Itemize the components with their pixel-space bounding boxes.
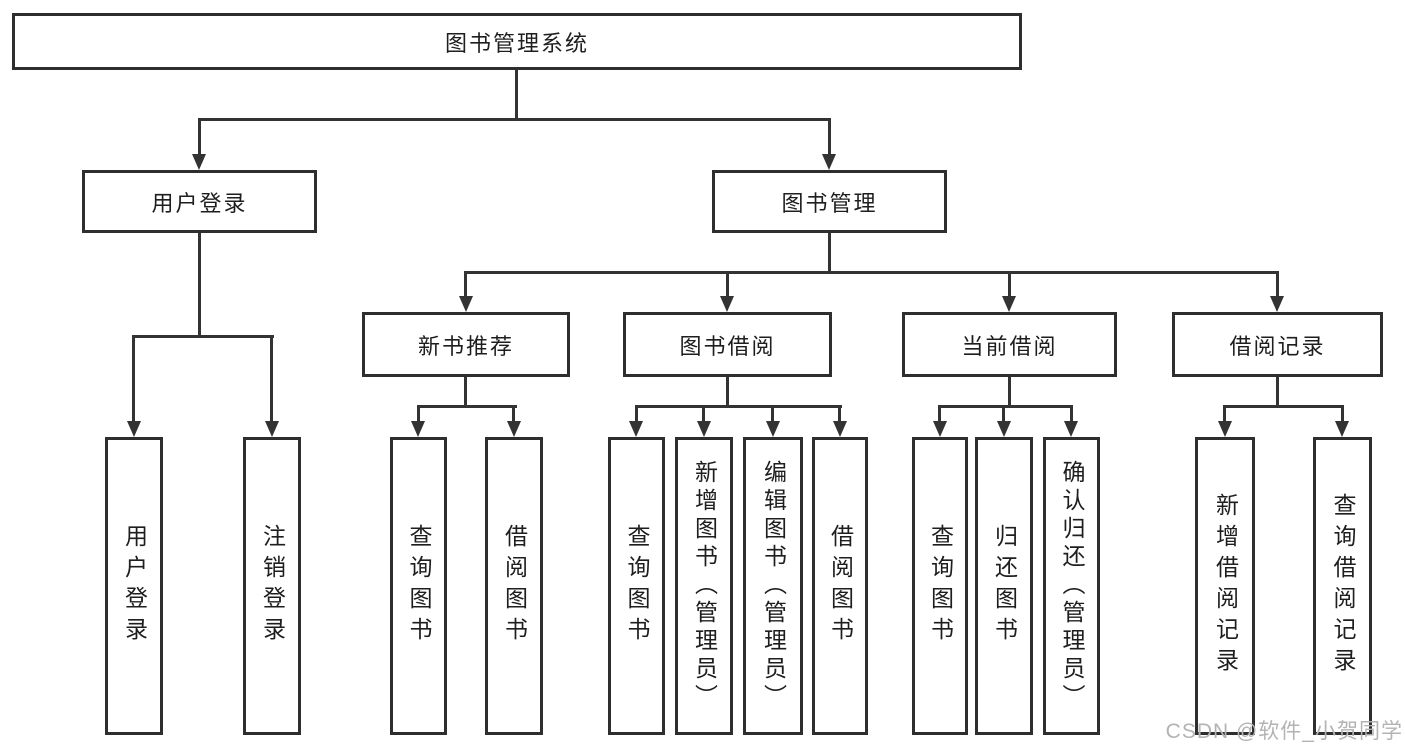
arrow-down-icon <box>459 296 473 312</box>
node-label: 用户登录 <box>151 190 248 216</box>
node-label: 确认归还（管理员） <box>1059 460 1085 712</box>
connector-line <box>771 405 774 423</box>
leaf-borrow-books: 借阅图书 <box>812 437 868 735</box>
connector-line <box>515 68 518 120</box>
leaf-query-borrow-record: 查询借阅记录 <box>1313 437 1372 735</box>
leaf-logout: 注销登录 <box>243 437 301 735</box>
leaf-return-books: 归还图书 <box>975 437 1033 735</box>
connector-line <box>938 405 941 423</box>
arrow-down-icon <box>1270 296 1284 312</box>
arrow-down-icon <box>1002 296 1016 312</box>
connector-line <box>417 405 517 408</box>
connector-line <box>938 405 1073 408</box>
connector-line <box>464 271 467 298</box>
node-user-login: 用户登录 <box>82 170 317 233</box>
arrow-down-icon <box>720 296 734 312</box>
node-label: 借阅图书 <box>827 524 854 648</box>
connector-line <box>132 335 135 423</box>
arrow-down-icon <box>997 421 1011 437</box>
node-new-book-recommend: 新书推荐 <box>362 312 570 377</box>
node-label: 用户登录 <box>121 524 148 648</box>
connector-line <box>512 405 515 423</box>
connector-line <box>198 118 201 158</box>
node-borrowing-records: 借阅记录 <box>1172 312 1383 377</box>
arrow-down-icon <box>933 421 947 437</box>
connector-line <box>1002 405 1005 423</box>
node-book-borrowing: 图书借阅 <box>623 312 832 377</box>
node-label: 查询图书 <box>406 524 432 648</box>
arrow-down-icon <box>1218 421 1232 437</box>
watermark: CSDN @软件_小贺同学 <box>1165 720 1403 743</box>
arrow-down-icon <box>127 421 141 437</box>
node-label: 借阅记录 <box>1229 333 1326 359</box>
node-label: 查询借阅记录 <box>1330 493 1356 679</box>
connector-line <box>1070 405 1073 423</box>
connector-line <box>270 335 273 423</box>
leaf-add-books-admin: 新增图书（管理员） <box>675 437 733 735</box>
node-library-management-system: 图书管理系统 <box>12 13 1022 70</box>
connector-line <box>635 405 842 408</box>
leaf-confirm-return-admin: 确认归还（管理员） <box>1043 437 1100 735</box>
arrow-down-icon <box>1335 421 1349 437</box>
connector-line <box>828 118 831 158</box>
arrow-down-icon <box>697 421 711 437</box>
arrow-down-icon <box>822 154 836 170</box>
arrow-down-icon <box>766 421 780 437</box>
node-label: 新书推荐 <box>417 333 514 359</box>
arrow-down-icon <box>1064 421 1078 437</box>
connector-line <box>635 405 638 423</box>
leaf-add-borrow-record: 新增借阅记录 <box>1195 437 1255 735</box>
node-label: 新增图书（管理员） <box>691 460 718 712</box>
connector-line <box>828 233 831 273</box>
connector-line <box>1276 271 1279 298</box>
connector-line <box>1341 405 1344 423</box>
node-label: 图书管理 <box>781 190 878 216</box>
node-label: 新增借阅记录 <box>1212 493 1239 679</box>
node-label: 借阅图书 <box>501 524 528 648</box>
arrow-down-icon <box>192 154 206 170</box>
connector-line <box>838 405 841 423</box>
connector-line <box>702 405 705 423</box>
connector-line <box>1223 405 1226 423</box>
arrow-down-icon <box>629 421 643 437</box>
connector-line <box>132 335 274 338</box>
connector-line <box>1008 377 1011 407</box>
connector-line <box>1008 271 1011 298</box>
leaf-user-login: 用户登录 <box>105 437 163 735</box>
leaf-borrow-books: 借阅图书 <box>485 437 543 735</box>
connector-line <box>726 377 729 407</box>
connector-line <box>1223 405 1344 408</box>
connector-line <box>726 271 729 298</box>
node-label: 查询图书 <box>927 524 954 648</box>
node-label: 查询图书 <box>624 524 650 648</box>
node-label: 注销登录 <box>259 524 286 648</box>
connector-line <box>417 405 420 423</box>
leaf-query-books: 查询图书 <box>390 437 447 735</box>
node-label: 当前借阅 <box>961 333 1058 359</box>
node-current-borrowing: 当前借阅 <box>902 312 1117 377</box>
arrow-down-icon <box>507 421 521 437</box>
arrow-down-icon <box>411 421 425 437</box>
node-label: 图书借阅 <box>679 333 776 359</box>
node-label: 图书管理系统 <box>444 30 589 56</box>
node-label: 归还图书 <box>991 524 1018 648</box>
node-book-management: 图书管理 <box>712 170 947 233</box>
leaf-query-books: 查询图书 <box>608 437 665 735</box>
node-label: 编辑图书（管理员） <box>760 460 787 712</box>
leaf-edit-books-admin: 编辑图书（管理员） <box>743 437 803 735</box>
leaf-query-books: 查询图书 <box>912 437 968 735</box>
connector-line <box>464 377 467 407</box>
connector-line <box>464 271 1279 274</box>
connector-line <box>1276 377 1279 407</box>
connector-line <box>198 118 831 121</box>
connector-line <box>198 233 201 337</box>
arrow-down-icon <box>833 421 847 437</box>
arrow-down-icon <box>265 421 279 437</box>
